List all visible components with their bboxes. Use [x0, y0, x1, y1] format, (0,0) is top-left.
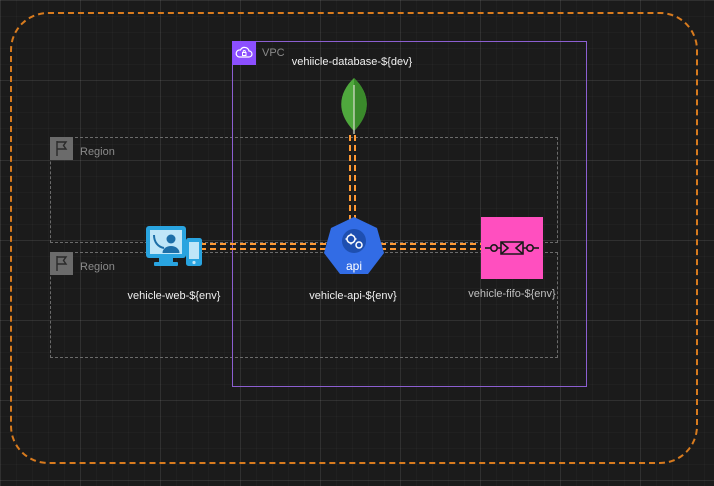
client-devices-icon [144, 224, 204, 272]
region-box-1 [50, 137, 558, 243]
outer-boundary [10, 12, 698, 464]
region-box-2 [50, 252, 558, 358]
fifo-label: vehicle-fifo-${env} [468, 288, 556, 300]
sqs-queue-icon [481, 217, 543, 279]
kubernetes-api-icon: api [321, 215, 387, 281]
region-label: Region [80, 261, 115, 273]
database-label: vehiicle-database-${dev} [291, 56, 413, 68]
flag-icon [50, 252, 73, 275]
vpc-cloud-icon [232, 41, 256, 65]
vpc-boundary [232, 41, 587, 387]
api-label: vehicle-api-${env} [309, 290, 397, 302]
flag-icon [50, 137, 73, 160]
region-label: Region [80, 146, 115, 158]
connector-api-database [349, 135, 356, 220]
api-badge: api [346, 259, 362, 273]
web-label: vehicle-web-${env} [127, 290, 221, 302]
mongodb-leaf-icon [334, 75, 374, 135]
vpc-label: VPC [262, 47, 285, 59]
